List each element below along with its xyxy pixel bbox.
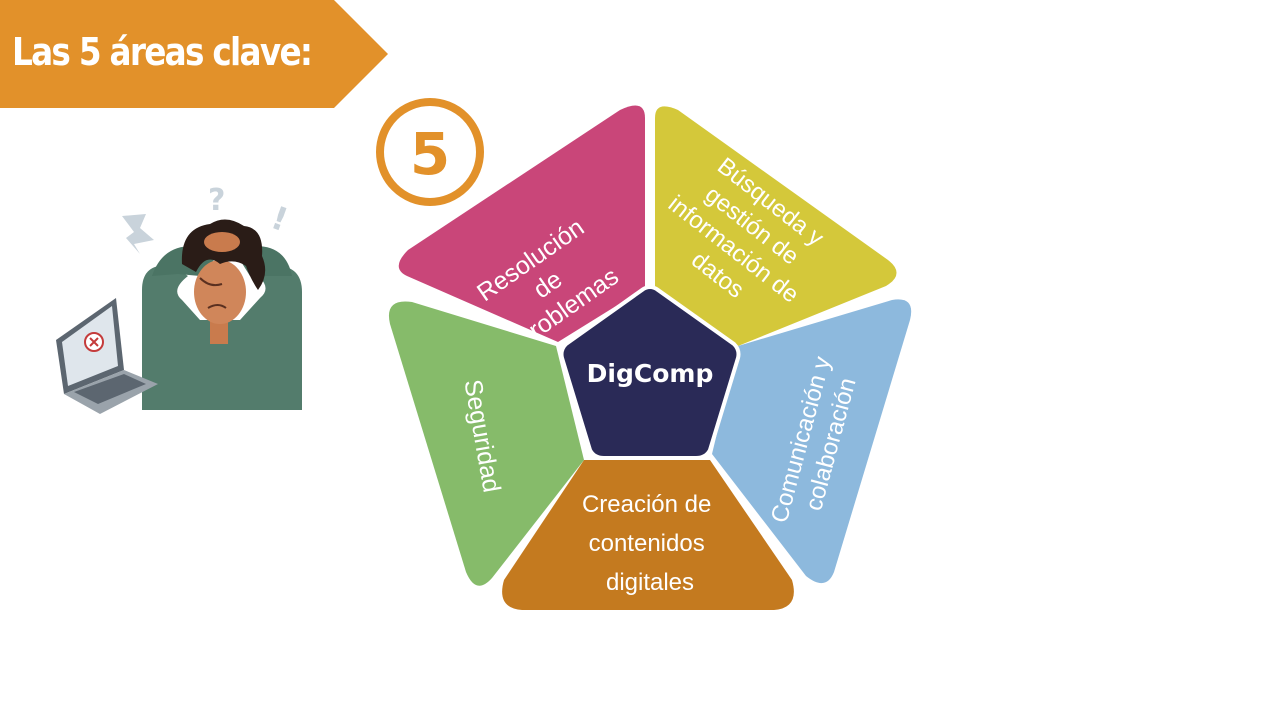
question-mark-icon: ?: [208, 183, 225, 218]
segment-creacion-contenidos: Creación de contenidos digitales: [502, 460, 794, 610]
svg-text:Creación de contenidos: Creación de contenidos digitales: [582, 491, 718, 596]
title-banner: Las 5 áreas clave:: [0, 0, 390, 108]
segment-resolucion-problemas: Resolución de problemas: [398, 105, 645, 352]
svg-text:?: ?: [208, 183, 225, 218]
banner-arrow-shape: [0, 0, 388, 108]
center-label: DigComp: [587, 359, 714, 388]
segment-label-line: Creación de: [582, 491, 711, 518]
digcomp-diagram: 5 Resolución de problemas Búsqueda y ges…: [360, 90, 920, 630]
page-title: Las 5 áreas clave:: [12, 30, 313, 74]
laptop-icon: [56, 298, 158, 414]
segment-label-line: contenidos: [589, 530, 705, 557]
lightning-icon: [122, 214, 154, 254]
segment-label-line: digitales: [606, 569, 694, 596]
segment-comunicacion: Comunicación y colaboración: [712, 299, 912, 584]
badge-number: 5: [410, 120, 450, 188]
segment-seguridad: Seguridad: [388, 301, 584, 586]
stressed-person-illustration: ? !: [56, 183, 302, 414]
number-badge: 5: [376, 98, 484, 206]
exclamation-icon: !: [266, 198, 293, 239]
svg-text:!: !: [266, 198, 293, 239]
segment-busqueda-gestion: Búsqueda y gestión de información de dat…: [655, 106, 897, 346]
center-pentagon: DigComp: [559, 285, 741, 460]
